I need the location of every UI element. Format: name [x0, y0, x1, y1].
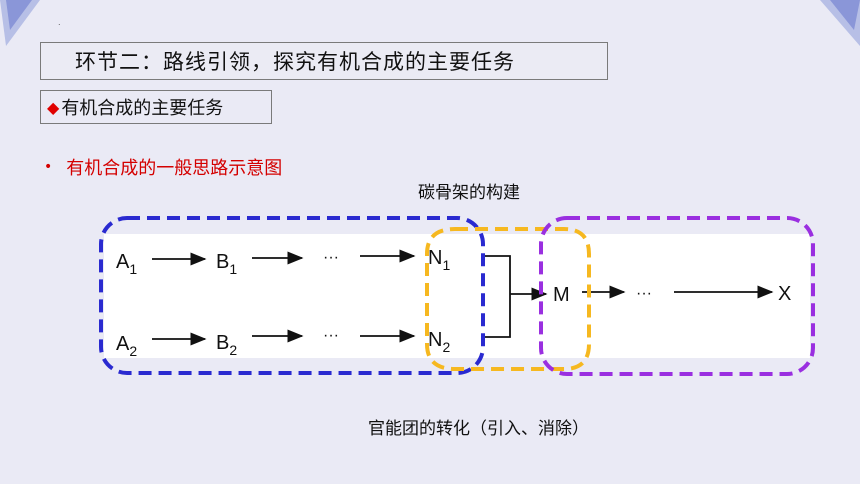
- corner-decoration-left: [0, 0, 40, 46]
- node-b2: B2: [216, 332, 237, 358]
- section-title-box: 环节二：路线引领，探究有机合成的主要任务: [40, 42, 608, 80]
- node-n1: N1: [428, 247, 450, 273]
- node-m: M: [553, 284, 570, 306]
- node-a2: A2: [116, 333, 137, 359]
- subtitle-box: ◆ 有机合成的主要任务: [40, 90, 272, 124]
- node-x: X: [778, 283, 791, 305]
- bullet-icon: •: [44, 159, 53, 175]
- node-n2: N2: [428, 329, 450, 355]
- carbon-skeleton-label: 碳骨架的构建: [418, 183, 520, 203]
- corner-decoration-right: [820, 0, 860, 46]
- diagram-panel: [104, 234, 810, 358]
- node-b1: B1: [216, 251, 237, 277]
- functional-group-region: [425, 227, 591, 371]
- subtitle-text: 有机合成的主要任务: [61, 98, 224, 119]
- diamond-icon: ◆: [47, 97, 60, 117]
- bullet-item: • 有机合成的一般思路示意图: [44, 154, 282, 180]
- dots-m: ···: [636, 285, 652, 302]
- dots-row1: ···: [323, 249, 339, 266]
- carbon-skeleton-region: [99, 216, 485, 375]
- section-title: 环节二：路线引领，探究有机合成的主要任务: [75, 50, 515, 74]
- functional-group-label: 官能团的转化（引入、消除）: [368, 419, 589, 439]
- merge-bracket: [482, 255, 511, 338]
- node-a1: A1: [116, 251, 137, 277]
- small-dot: .: [58, 18, 61, 27]
- bullet-text: 有机合成的一般思路示意图: [66, 158, 283, 179]
- dots-row2: ···: [323, 327, 339, 344]
- target-region: [539, 216, 815, 376]
